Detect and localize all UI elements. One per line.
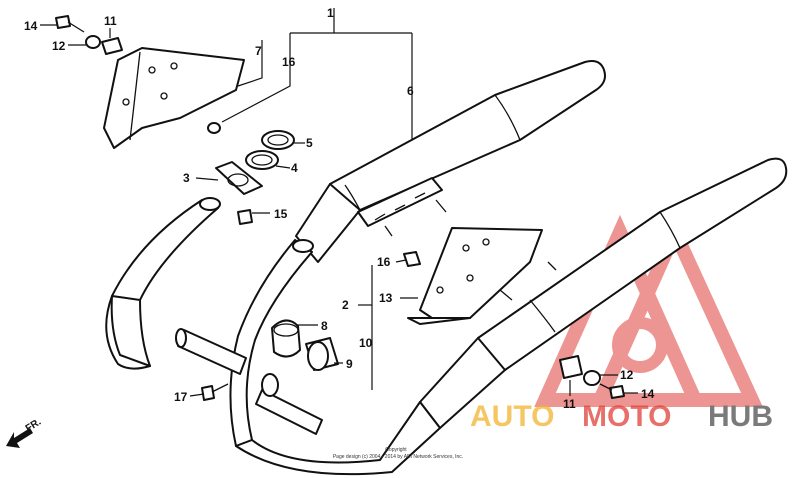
callout-15: 15 bbox=[274, 207, 288, 221]
watermark-ring bbox=[612, 317, 668, 373]
callout-12-top: 12 bbox=[52, 39, 66, 53]
callout-14-top: 14 bbox=[24, 19, 38, 33]
callout-7: 7 bbox=[255, 44, 262, 58]
callout-16-bottom: 16 bbox=[377, 255, 391, 269]
callout-11-top: 11 bbox=[104, 14, 117, 28]
watermark-text: AUTO MOTO HUB bbox=[470, 400, 773, 433]
lower-bracket bbox=[407, 227, 557, 325]
exhaust-pipes bbox=[105, 197, 441, 476]
callout-4: 4 bbox=[291, 161, 298, 175]
copyright-notice: Copyright Page design (c) 2004 - 2014 by… bbox=[333, 447, 463, 460]
callout-5: 5 bbox=[306, 136, 313, 150]
upper-muffler bbox=[295, 60, 606, 263]
leader-lines bbox=[40, 8, 638, 397]
upper-bracket bbox=[103, 47, 245, 149]
callout-17: 17 bbox=[174, 390, 188, 404]
callout-10: 10 bbox=[359, 336, 373, 350]
callout-8: 8 bbox=[321, 319, 328, 333]
watermark-auto: AUTO bbox=[470, 400, 554, 433]
callout-12-bottom: 12 bbox=[620, 368, 634, 382]
lower-muffler bbox=[419, 157, 788, 429]
callout-labels: 1 2 3 4 5 6 7 8 9 10 11 11 12 12 13 14 1… bbox=[24, 6, 655, 411]
callout-11-bottom: 11 bbox=[563, 397, 576, 411]
callout-16-top: 16 bbox=[282, 55, 296, 69]
front-direction-indicator: FR. bbox=[6, 417, 43, 448]
hardware bbox=[55, 15, 625, 401]
callout-1: 1 bbox=[327, 6, 334, 20]
callout-2: 2 bbox=[342, 298, 349, 312]
watermark-moto: MOTO bbox=[582, 400, 671, 433]
callout-3: 3 bbox=[183, 171, 190, 185]
front-arrow-icon bbox=[6, 428, 33, 448]
callout-13: 13 bbox=[379, 291, 393, 305]
copyright-line: Page design (c) 2004 - 2014 by ARI Netwo… bbox=[333, 454, 463, 460]
callout-14-bottom: 14 bbox=[641, 387, 655, 401]
callout-6: 6 bbox=[407, 84, 414, 98]
callout-9: 9 bbox=[346, 357, 353, 371]
watermark-hub: HUB bbox=[708, 400, 773, 433]
copyright-title: Copyright bbox=[385, 447, 407, 453]
watermark-triangle-right bbox=[589, 215, 763, 407]
